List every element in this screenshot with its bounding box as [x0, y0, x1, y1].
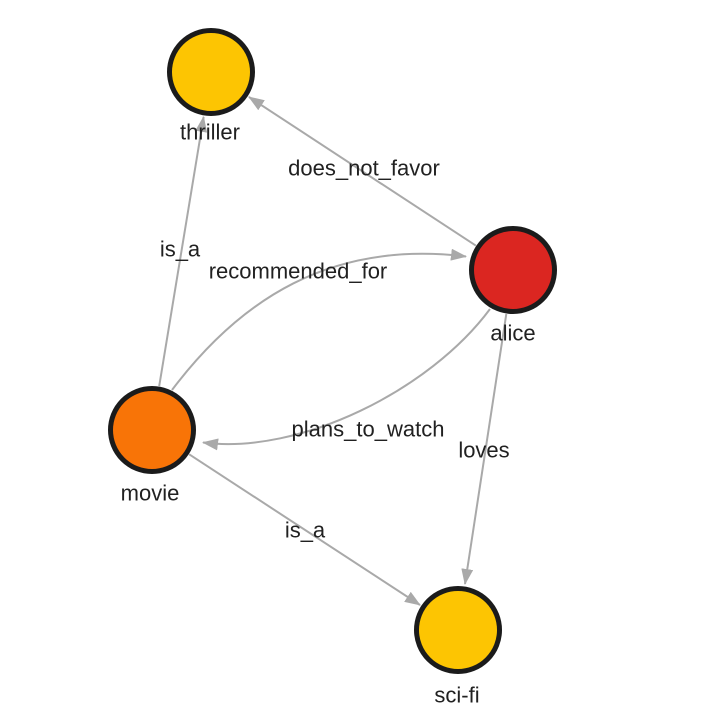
edge-label-is_a: is_a: [285, 518, 326, 543]
edges-layer: [158, 96, 508, 606]
labels-layer: is_a does_not_favor recommended_for plans_t…: [121, 120, 536, 708]
node-label-alice: alice: [490, 321, 535, 346]
edge-label-does_not_favor: does_not_favor: [288, 156, 440, 181]
edge-movie-thriller: [158, 115, 208, 387]
node-sci-fi[interactable]: [414, 586, 502, 674]
edge-label-is_a: is_a: [160, 237, 201, 262]
edge-movie-sci-fi: [188, 453, 421, 606]
node-alice[interactable]: [469, 226, 557, 314]
node-label-sci-fi: sci-fi: [434, 683, 479, 708]
node-label-thriller: thriller: [180, 120, 240, 145]
node-movie[interactable]: [108, 386, 196, 474]
edge-label-recommended_for: recommended_for: [209, 259, 388, 284]
node-thriller[interactable]: [167, 28, 255, 116]
edge-alice-thriller: [248, 96, 477, 247]
edge-alice-sci-fi: [461, 313, 508, 585]
edge-label-plans_to_watch: plans_to_watch: [292, 417, 445, 442]
node-label-movie: movie: [121, 481, 180, 506]
edge-label-loves: loves: [458, 438, 509, 463]
edge-movie-alice: [171, 248, 467, 391]
edge-alice-movie: [202, 308, 491, 451]
nodes-layer: [108, 28, 557, 674]
